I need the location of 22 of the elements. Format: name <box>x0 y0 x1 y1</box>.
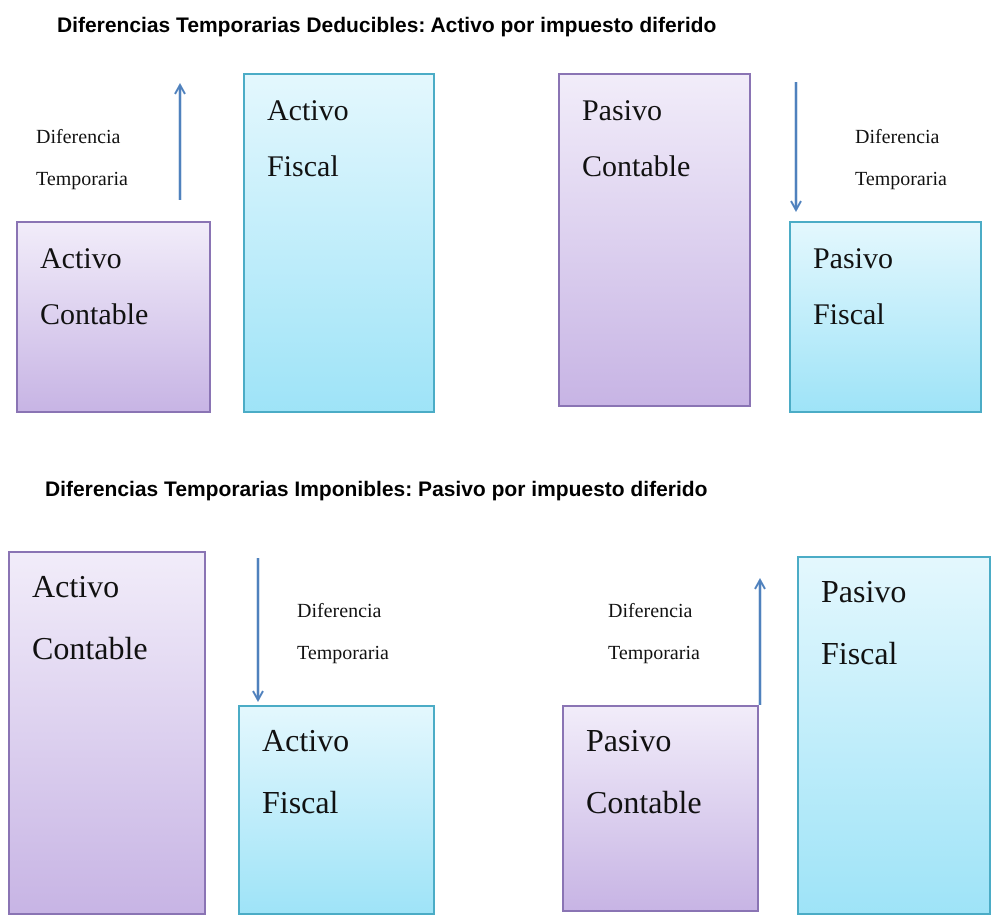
box-label: Activo Contable <box>40 241 150 333</box>
box-label: Pasivo Contable <box>586 721 703 822</box>
box-label: Activo Fiscal <box>267 93 350 185</box>
box-label: Pasivo Fiscal <box>821 572 908 673</box>
box-label: Pasivo Fiscal <box>813 241 894 333</box>
accounting-box <box>562 705 759 912</box>
tax-box <box>238 705 435 915</box>
title: Diferencias Temporarias Deducibles: Activo por impuesto diferido <box>57 14 716 38</box>
tax-box <box>797 556 991 915</box>
difference-label: Diferencia Temporaria <box>36 125 129 192</box>
accounting-box <box>16 221 211 413</box>
accounting-box <box>558 73 751 407</box>
difference-label: Diferencia Temporaria <box>855 125 948 192</box>
difference-label: Diferencia Temporaria <box>297 599 390 666</box>
section-title: Diferencias Temporarias Imponibles: Pasivo por impuesto diferido <box>45 478 708 502</box>
box-label: Activo Contable <box>32 567 149 668</box>
box-label: Activo Fiscal <box>262 721 350 822</box>
difference-label: Diferencia Temporaria <box>608 599 701 666</box>
tax-box <box>243 73 435 413</box>
accounting-box <box>8 551 206 915</box>
box-label: Pasivo Contable <box>582 93 692 185</box>
tax-box <box>789 221 982 413</box>
